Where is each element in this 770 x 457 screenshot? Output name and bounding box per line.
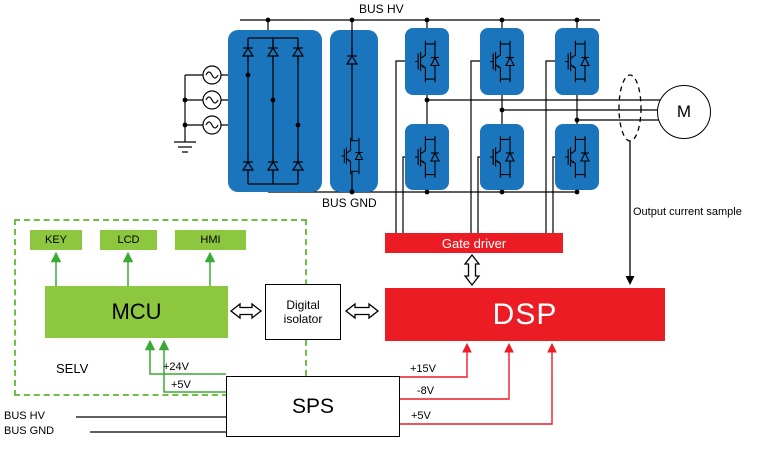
gatedriver-dsp-arrow <box>463 253 481 287</box>
junction-dots <box>182 17 580 195</box>
igbt-module <box>555 124 599 190</box>
igbt-modules <box>405 28 599 190</box>
dsp-block: DSP <box>385 288 665 341</box>
bus-hv-bottom-label: BUS HV <box>4 410 45 422</box>
motor-circle: M <box>657 85 711 139</box>
ac-source-icons <box>202 65 222 135</box>
current-sensor-ellipse <box>618 74 642 142</box>
igbt-module <box>480 124 524 190</box>
plus5v-mcu-label: +5V <box>171 379 191 391</box>
key-box: KEY <box>30 230 82 250</box>
plus5v-dsp-label: +5V <box>411 410 431 422</box>
plus24v-label: +24V <box>163 361 189 373</box>
red-supply-arrows <box>400 342 557 425</box>
lcd-box: LCD <box>100 230 157 250</box>
gate-driver-block: Gate driver <box>385 233 563 253</box>
bus-hv-top-label: BUS HV <box>356 2 407 17</box>
bus-gnd-bottom-label: BUS GND <box>4 425 55 437</box>
green-arrows <box>50 251 226 393</box>
mcu-block: MCU <box>45 286 228 338</box>
igbt-module <box>480 28 524 95</box>
isolator-dsp-arrow <box>344 302 380 320</box>
igbt-module <box>405 28 449 95</box>
mcu-isolator-arrow <box>229 302 263 320</box>
sps-block: SPS <box>226 376 400 437</box>
igbt-module <box>405 124 449 190</box>
hmi-box: HMI <box>175 230 246 250</box>
output-current-sample-label: Output current sample <box>633 206 742 218</box>
digital-isolator-block: Digital isolator <box>265 284 341 340</box>
igbt-module <box>555 28 599 95</box>
bidirectional-arrows <box>229 253 481 320</box>
plus15v-label: +15V <box>410 363 436 375</box>
minus8v-label: -8V <box>417 385 435 397</box>
brake-chopper-module <box>330 30 378 192</box>
bus-gnd-label: BUS GND <box>322 196 377 210</box>
selv-label: SELV <box>56 361 89 376</box>
